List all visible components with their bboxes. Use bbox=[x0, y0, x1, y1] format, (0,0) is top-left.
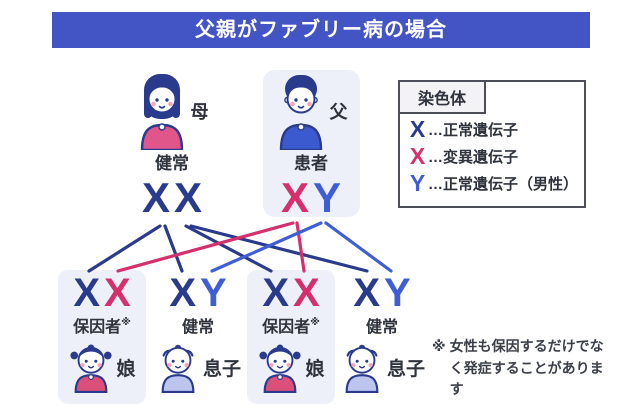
child1-status: 保因者※ bbox=[73, 317, 131, 337]
line-mother-to-child2 bbox=[163, 224, 184, 273]
chromosome-letter: X bbox=[141, 174, 170, 222]
father-group: 父 患者 X Y bbox=[251, 70, 371, 219]
father-chromosomes: X Y bbox=[279, 177, 343, 219]
legend-rows: X …正常遺伝子 X …変異遺伝子 Y …正常遺伝子（男性） bbox=[408, 118, 578, 195]
mother-figure-icon bbox=[140, 74, 183, 150]
legend-item-label: …変異遺伝子 bbox=[428, 149, 519, 166]
chromosome-letter: X bbox=[262, 271, 289, 315]
legend-title: 染色体 bbox=[398, 80, 487, 114]
child3-daughter-group: X X 保因者※ 娘 bbox=[243, 270, 339, 394]
legend-symbol: Y bbox=[409, 170, 426, 196]
footnote-marker: ※ bbox=[432, 338, 446, 354]
mother-chromosomes: X X bbox=[140, 177, 204, 219]
child1-daughter-group: X X 保因者※ 娘 bbox=[54, 270, 150, 394]
mother-label: 母 bbox=[190, 102, 209, 122]
chromosome-letter: X bbox=[280, 174, 309, 222]
child3-label: 娘 bbox=[305, 358, 325, 380]
child4-label: 息子 bbox=[386, 358, 425, 380]
child1-chromosomes: X X bbox=[71, 270, 132, 313]
child2-son-group: X Y 健常 息子 bbox=[150, 270, 246, 394]
chromosome-letter: X bbox=[104, 271, 131, 315]
legend-symbol: X bbox=[409, 143, 426, 169]
father-label: 父 bbox=[329, 102, 348, 122]
chromosome-letter: X bbox=[174, 174, 203, 222]
chromosome-letter: X bbox=[73, 271, 100, 315]
chromosome-letter: Y bbox=[384, 271, 411, 315]
line-mother-to-child1 bbox=[87, 224, 162, 273]
legend-item-label: …正常遺伝子 bbox=[428, 122, 519, 139]
chromosome-letter: X bbox=[293, 271, 320, 315]
child2-chromosomes: X Y bbox=[167, 270, 228, 313]
carrier-note-marker: ※ bbox=[121, 317, 131, 328]
line-mother-to-child4 bbox=[189, 224, 369, 273]
line-father-x-to-child3 bbox=[295, 221, 306, 273]
child3-chromosomes: X X bbox=[260, 270, 321, 313]
line-father-y-to-child4 bbox=[324, 221, 393, 273]
child3-status: 保因者※ bbox=[262, 317, 320, 337]
child1-label: 娘 bbox=[116, 358, 136, 380]
carrier-note-marker: ※ bbox=[310, 317, 320, 328]
line-father-y-to-child2 bbox=[210, 221, 323, 273]
mother-group: 母 健常 X X bbox=[112, 70, 232, 219]
child4-son-group: X Y 健常 息子 bbox=[334, 270, 430, 394]
child4-status: 健常 bbox=[365, 319, 398, 336]
daughter-figure-icon bbox=[70, 344, 113, 394]
chromosome-letter: X bbox=[353, 271, 380, 315]
legend-symbol: X bbox=[409, 116, 426, 142]
line-mother-to-child3 bbox=[184, 224, 273, 273]
footnote-text: 女性も保因するだけでなく発症することがあります bbox=[449, 338, 604, 398]
legend-item-normal: X …正常遺伝子 bbox=[408, 118, 578, 141]
footnote: ※ 女性も保因するだけでなく発症することがあります bbox=[432, 336, 608, 401]
chromosome-legend: 染色体 X …正常遺伝子 X …変異遺伝子 Y …正常遺伝子（男性） bbox=[398, 80, 586, 208]
legend-item-normal-male: Y …正常遺伝子（男性） bbox=[408, 172, 578, 195]
son-figure-icon bbox=[161, 344, 195, 394]
father-status: 患者 bbox=[294, 154, 328, 173]
page-title: 父親がファブリー病の場合 bbox=[52, 12, 590, 48]
chromosome-letter: Y bbox=[200, 271, 227, 315]
legend-item-mutant: X …変異遺伝子 bbox=[408, 145, 578, 168]
chromosome-letter: X bbox=[169, 271, 196, 315]
chromosome-letter: Y bbox=[313, 174, 342, 222]
child2-status: 健常 bbox=[181, 319, 214, 336]
daughter-figure-icon bbox=[259, 344, 302, 394]
legend-item-label: …正常遺伝子（男性） bbox=[428, 176, 579, 193]
son-figure-icon bbox=[345, 344, 379, 394]
child2-label: 息子 bbox=[202, 358, 241, 380]
child4-chromosomes: X Y bbox=[351, 270, 412, 313]
mother-status: 健常 bbox=[155, 154, 189, 173]
father-figure-icon bbox=[279, 75, 322, 150]
line-father-x-to-child1 bbox=[116, 221, 295, 273]
